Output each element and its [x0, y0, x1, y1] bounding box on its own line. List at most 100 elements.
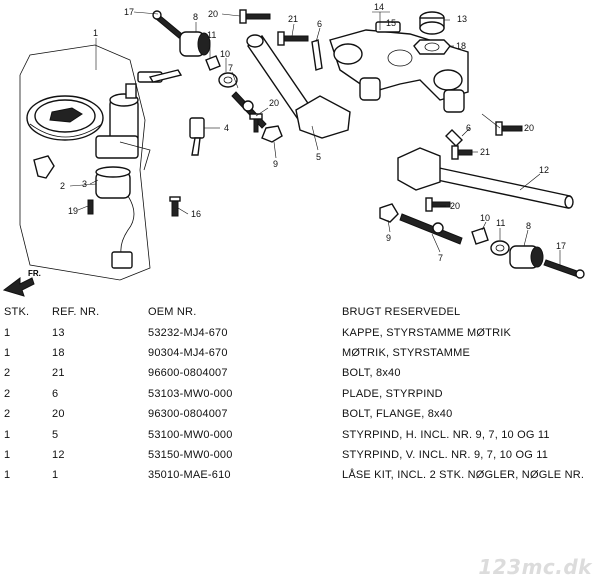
callout-1: 1 [93, 28, 98, 38]
callout-21: 21 [288, 14, 298, 24]
plate-6-upper [311, 39, 323, 71]
bar-end-weight-8-lower [509, 245, 544, 269]
callout-3: 3 [82, 179, 87, 189]
callout-14: 14 [374, 2, 384, 12]
header-ref-nr: REF. NR. [52, 306, 100, 319]
header-used-part: BRUGT RESERVEDEL [342, 306, 461, 319]
front-direction-arrow: FR. [2, 269, 41, 297]
leader-lines [69, 11, 561, 266]
table-row: 1 5 53100-MW0-000 STYRPIND, H. INCL. NR.… [4, 424, 598, 444]
table-row: 1 1 35010-MAE-610 LÅSE KIT, INCL. 2 STK.… [4, 465, 598, 485]
callout-numbers: 17 8 20 21 6 14 15 13 18 1 11 10 7 20 9 … [60, 2, 566, 263]
callout-17: 17 [556, 241, 566, 251]
callout-21: 21 [480, 147, 490, 157]
header-oem-nr: OEM NR. [148, 306, 197, 319]
cap-13-part [419, 11, 445, 35]
collar-10-upper [218, 72, 238, 88]
callout-8: 8 [193, 12, 198, 22]
callout-15: 15 [386, 18, 396, 28]
cell-ref: 13 [52, 326, 65, 339]
end-bolt-17-upper [152, 10, 183, 39]
bolt-21-right [451, 145, 473, 160]
ignition-switch-part [95, 83, 151, 171]
table-header-row: STK. REF. NR. OEM NR. BRUGT RESERVEDEL [4, 302, 598, 322]
cell-ref: 20 [52, 408, 65, 421]
callout-20: 20 [450, 201, 460, 211]
cell-ref: 6 [52, 387, 59, 400]
callout-18: 18 [456, 41, 466, 51]
bolt-20-lower [425, 197, 451, 212]
watermark-logo: 123mc.dk [478, 555, 592, 579]
end-bolt-17-lower [543, 259, 585, 279]
cell-oem: 90304-MJ4-670 [148, 346, 228, 359]
callout-9: 9 [273, 159, 278, 169]
cell-desc: STYRPIND, H. INCL. NR. 9, 7, 10 OG 11 [342, 428, 550, 441]
cell-ref: 5 [52, 428, 59, 441]
table-row: 2 20 96300-0804007 BOLT, FLANGE, 8x40 [4, 404, 598, 424]
callout-6: 6 [317, 19, 322, 29]
callout-8: 8 [526, 221, 531, 231]
cell-qty: 2 [4, 387, 11, 400]
table-row: 2 6 53103-MW0-000 PLADE, STYRPIND [4, 384, 598, 404]
screw-19-part [87, 199, 94, 215]
table-row: 2 21 96600-0804007 BOLT, 8x40 [4, 363, 598, 383]
cell-qty: 1 [4, 428, 11, 441]
bolt-20-right [481, 113, 523, 136]
cell-qty: 2 [4, 408, 11, 421]
lock-cylinder-part [95, 166, 135, 269]
handlebar-5-part [246, 34, 351, 139]
handlebar-12-part [397, 147, 574, 209]
callout-20: 20 [208, 9, 218, 19]
table-row: 1 13 53232-MJ4-670 KAPPE, STYRSTAMME MØT… [4, 322, 598, 342]
cell-oem: 53103-MW0-000 [148, 387, 233, 400]
fuel-cap-part [26, 95, 104, 141]
cell-qty: 2 [4, 367, 11, 380]
callout-12: 12 [539, 165, 549, 175]
callout-7: 7 [228, 63, 233, 73]
callout-4: 4 [224, 123, 229, 133]
parts-table: STK. REF. NR. OEM NR. BRUGT RESERVEDEL 1… [4, 302, 598, 486]
cell-oem: 53100-MW0-000 [148, 428, 233, 441]
plate-6-right [445, 129, 463, 147]
grommet-part [33, 155, 55, 179]
bolt-20-mid [249, 113, 263, 133]
callout-6: 6 [466, 123, 471, 133]
cell-oem: 35010-MAE-610 [148, 469, 231, 482]
cell-oem: 53232-MJ4-670 [148, 326, 228, 339]
cell-oem: 96300-0804007 [148, 408, 228, 421]
cell-qty: 1 [4, 448, 11, 461]
cell-qty: 1 [4, 346, 11, 359]
cell-desc: LÅSE KIT, INCL. 2 STK. NØGLER, NØGLE NR. [342, 469, 585, 482]
callout-7: 7 [438, 253, 443, 263]
small-plug-11-upper [205, 55, 221, 71]
cell-desc: KAPPE, STYRSTAMME MØTRIK [342, 326, 512, 339]
screw-16-part [169, 196, 181, 217]
callout-5: 5 [316, 152, 321, 162]
callout-20: 20 [269, 98, 279, 108]
callout-13: 13 [457, 14, 467, 24]
cell-ref: 18 [52, 346, 65, 359]
cell-ref: 21 [52, 367, 65, 380]
header-qty: STK. [4, 306, 30, 319]
top-bridge-part [329, 21, 469, 113]
plug-11-lower [471, 227, 489, 245]
cell-desc: BOLT, 8x40 [342, 367, 401, 380]
callout-9: 9 [386, 233, 391, 243]
cell-desc: STYRPIND, V. INCL. NR. 9, 7, 10 OG 11 [342, 448, 549, 461]
callout-16: 16 [191, 209, 201, 219]
collar-10-lower [490, 240, 510, 256]
key-a-part [137, 69, 183, 83]
callout-19: 19 [68, 206, 78, 216]
exploded-parts-diagram: FR. 17 8 20 21 [2, 2, 585, 297]
front-arrow-label: FR. [28, 269, 41, 278]
cell-oem: 96600-0804007 [148, 367, 228, 380]
cell-qty: 1 [4, 469, 11, 482]
bolt-21-upper [277, 31, 309, 46]
bolt-20-upper [239, 9, 271, 24]
key-b-part [189, 117, 205, 156]
table-row: 1 18 90304-MJ4-670 MØTRIK, STYRSTAMME [4, 343, 598, 363]
callout-2: 2 [60, 181, 65, 191]
callout-17: 17 [124, 7, 134, 17]
cell-desc: PLADE, STYRPIND [342, 387, 443, 400]
nut-9-lower [379, 203, 399, 223]
